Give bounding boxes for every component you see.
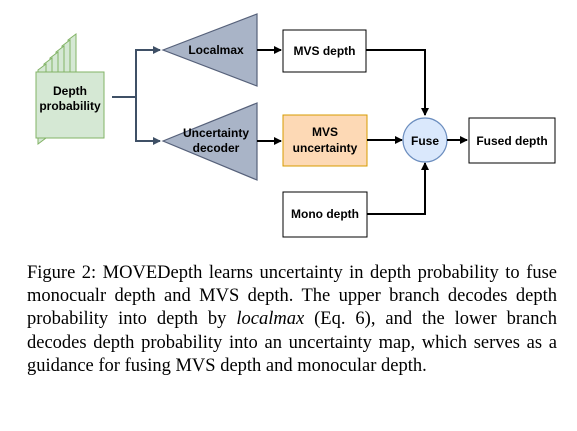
mvs-depth-node: MVS depth bbox=[282, 29, 367, 73]
figure-caption: Figure 2: MOVEDepth learns uncertainty i… bbox=[27, 262, 557, 378]
edge-mono-depth-to-fuse bbox=[367, 162, 429, 215]
edge-probability-to-localmax bbox=[112, 46, 161, 98]
mono-depth-node: Mono depth bbox=[282, 191, 368, 238]
fused-depth-label: Fused depth bbox=[476, 134, 547, 148]
fuse-label: Fuse bbox=[411, 134, 439, 148]
depth-probability-volume: Depth probability bbox=[35, 33, 105, 145]
edge-mvs-depth-to-fuse bbox=[366, 49, 429, 116]
localmax-label: Localmax bbox=[188, 43, 244, 57]
uncertainty-decoder-label-line1: Uncertainty bbox=[183, 126, 249, 140]
caption-text-start: Figure 2: MOVEDepth learns uncertainty i… bbox=[27, 263, 557, 330]
edge-probability-to-uncertainty-decoder bbox=[135, 97, 161, 145]
uncertainty-decoder-node: Uncertainty decoder bbox=[161, 102, 258, 181]
pipeline-diagram: Depth probability Localmax Uncertainty d… bbox=[35, 13, 556, 238]
mvs-depth-label: MVS depth bbox=[294, 44, 356, 58]
depth-probability-label-line2: probability bbox=[39, 99, 101, 113]
mvs-uncertainty-label-line1: MVS bbox=[312, 125, 338, 139]
stack-front-face bbox=[35, 71, 105, 139]
mvs-uncertainty-label-line2: uncertainty bbox=[293, 141, 358, 155]
mono-depth-label: Mono depth bbox=[291, 207, 359, 221]
fused-depth-node: Fused depth bbox=[468, 117, 556, 164]
mvs-uncertainty-node: MVS uncertainty bbox=[282, 114, 368, 167]
localmax-node: Localmax bbox=[161, 13, 258, 87]
fuse-node: Fuse bbox=[402, 117, 448, 163]
caption-text-end: (Eq. 6), and the lower branch decodes de… bbox=[27, 309, 558, 376]
uncertainty-decoder-label-line2: decoder bbox=[193, 141, 240, 155]
depth-probability-label-line1: Depth bbox=[53, 84, 87, 98]
caption-emphasis-localmax: localmax bbox=[236, 309, 305, 330]
